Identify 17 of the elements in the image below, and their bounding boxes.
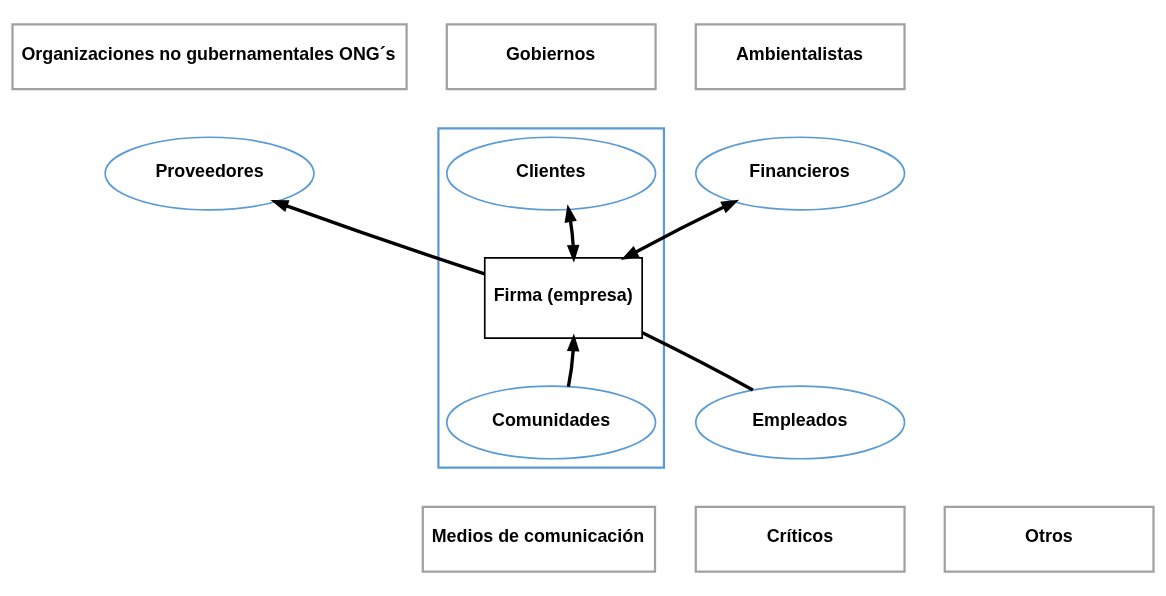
node-box: Otros [943, 505, 1155, 573]
arrow [566, 333, 580, 387]
arrow [620, 199, 740, 261]
node-box: Críticos [694, 505, 906, 573]
arrow [564, 204, 580, 263]
node-ellipse: Financieros [694, 136, 906, 211]
node-ellipse: Comunidades [445, 385, 657, 460]
node-ellipse: Empleados [694, 385, 906, 460]
node-box: Gobiernos [445, 23, 657, 91]
node-ellipse: Clientes [445, 136, 657, 211]
node-box: Medios de comunicación [421, 505, 657, 573]
node-box: Ambientalistas [694, 23, 906, 91]
connector [641, 331, 754, 392]
arrow [270, 200, 486, 276]
node-box: Organizaciones no gubernamentales ONG´s [11, 23, 408, 91]
cluster [437, 127, 666, 469]
node-box: Firma (empresa) [483, 256, 643, 340]
